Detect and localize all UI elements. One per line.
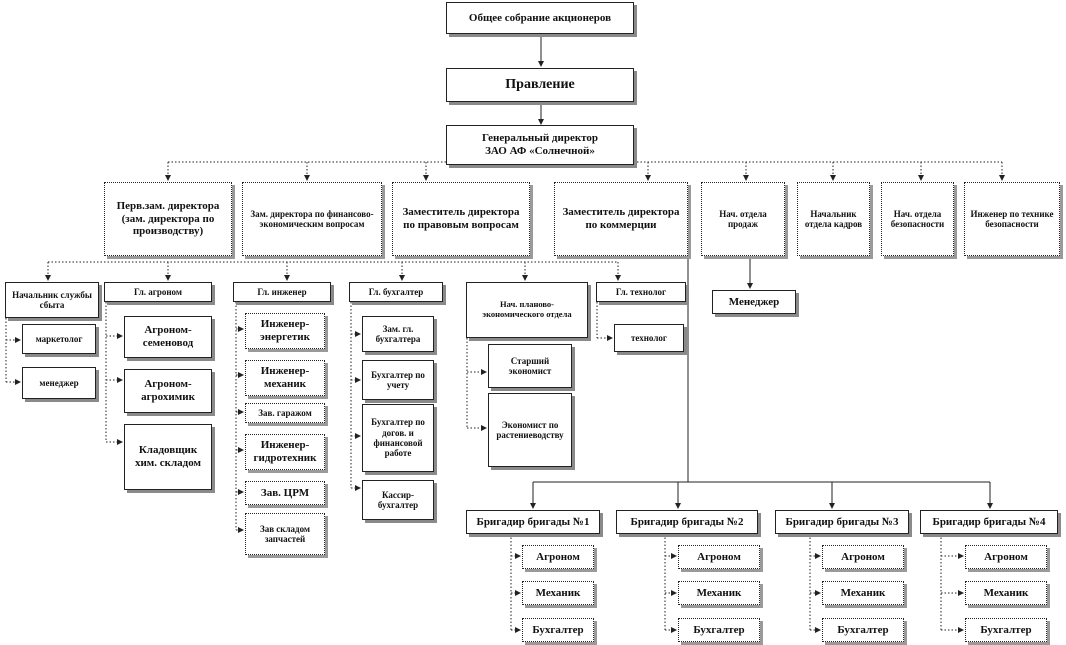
box-deputy-commerce: Заместитель директора по коммерции	[554, 182, 688, 256]
box-storekeeper: Кладовщик хим. складом	[124, 424, 212, 490]
box-deputy-chief-accountant: Зам. гл. бухгалтера	[362, 316, 434, 352]
box-accountant-records: Бухгалтер по учету	[362, 360, 434, 400]
box-head-garage: Зав. гаражом	[245, 403, 325, 423]
box-manager-sales-service: менеджер	[22, 367, 96, 399]
box-shareholders: Общее собрание акционеров	[446, 2, 634, 34]
box-brigade-4: Бригадир бригады №4	[920, 510, 1058, 534]
box-head-plan-econ: Нач. планово-экономического отдела	[466, 282, 588, 338]
box-brigade-3-agronomist: Агроном	[822, 545, 904, 569]
box-marketer: маркетолог	[22, 324, 96, 354]
box-brigade-3: Бригадир бригады №3	[775, 510, 909, 534]
box-head-hr-dept: Начальник отдела кадров	[797, 182, 870, 256]
box-engineer-mech: Инженер-механик	[245, 360, 325, 396]
box-brigade-1: Бригадир бригады №1	[466, 510, 600, 534]
box-brigade-3-accountant: Бухгалтер	[822, 618, 904, 642]
box-first-deputy: Перв.зам. директора (зам. директора по п…	[104, 182, 232, 256]
box-technologist: технолог	[614, 324, 684, 352]
box-brigade-1-agronomist: Агроном	[522, 545, 594, 569]
box-safety-engineer: Инженер по технике безопасности	[964, 182, 1060, 256]
box-chief-agronomist: Гл. агроном	[104, 282, 212, 302]
box-senior-economist: Старший экономист	[488, 344, 572, 388]
box-engineer-hydro: Инженер-гидротехник	[245, 434, 325, 470]
box-general-director: Генеральный директор ЗАО АФ «Солнечной»	[446, 125, 634, 165]
box-brigade-2-mechanic: Механик	[678, 581, 760, 605]
box-brigade-2-agronomist: Агроном	[678, 545, 760, 569]
box-agronomist-chem: Агроном-агрохимик	[124, 369, 212, 413]
box-deputy-finance: Зам. директора по финансово-экономически…	[242, 182, 382, 256]
box-head-crm: Зав. ЦРМ	[245, 481, 325, 505]
box-economist-crop: Экономист по растениеводству	[488, 393, 572, 467]
box-board: Правление	[446, 68, 634, 102]
box-head-parts-store: Зав складом запчастей	[245, 513, 325, 555]
box-engineer-energy: Инженер-энергетик	[245, 313, 325, 349]
box-accountant-contracts: Бухгалтер по догов. и финансовой работе	[362, 404, 434, 472]
box-brigade-3-mechanic: Механик	[822, 581, 904, 605]
box-head-security-dept: Нач. отдела безопасности	[881, 182, 954, 256]
box-brigade-1-accountant: Бухгалтер	[522, 618, 594, 642]
box-deputy-legal: Заместитель директора по правовым вопрос…	[392, 182, 530, 256]
box-brigade-4-agronomist: Агроном	[965, 545, 1047, 569]
box-brigade-4-mechanic: Механик	[965, 581, 1047, 605]
box-head-sales-service: Начальник службы сбыта	[5, 282, 99, 318]
box-manager-sales-dept: Менеджер	[712, 290, 796, 314]
box-cashier-accountant: Кассир-бухгалтер	[362, 480, 434, 520]
box-brigade-4-accountant: Бухгалтер	[965, 618, 1047, 642]
box-chief-technologist: Гл. технолог	[596, 282, 686, 302]
box-chief-accountant: Гл. бухгалтер	[349, 282, 443, 302]
box-brigade-2: Бригадир бригады №2	[616, 510, 758, 534]
box-agronomist-seed: Агроном-семеновод	[124, 316, 212, 358]
box-brigade-2-accountant: Бухгалтер	[678, 618, 760, 642]
box-chief-engineer: Гл. инженер	[233, 282, 331, 302]
box-head-sales-dept: Нач. отдела продаж	[701, 182, 785, 256]
box-brigade-1-mechanic: Механик	[522, 581, 594, 605]
